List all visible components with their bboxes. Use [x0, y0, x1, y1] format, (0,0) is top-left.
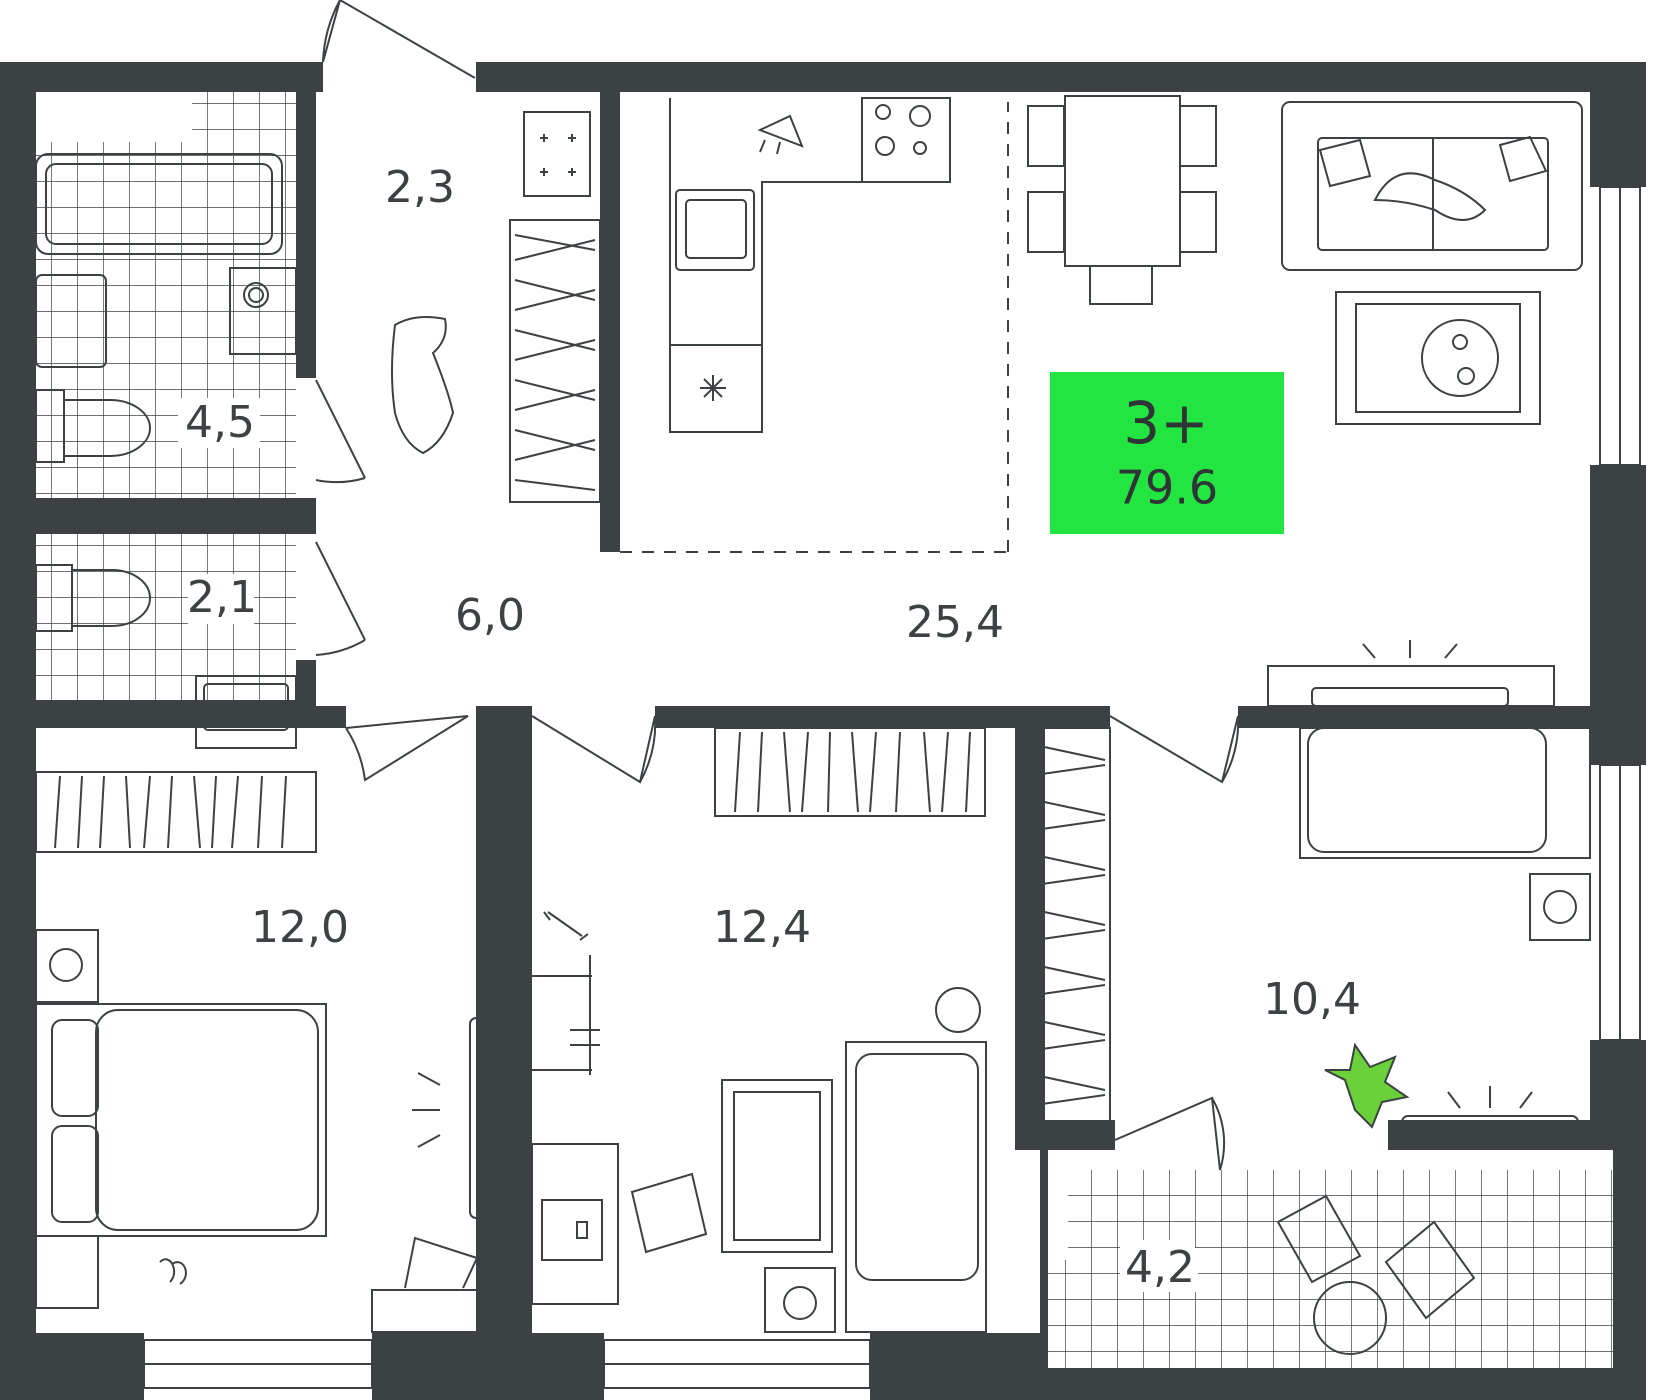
dog-doodle: [391, 316, 455, 455]
windows: [143, 186, 1641, 1389]
rug: [1335, 291, 1541, 425]
room-area-balcony: 4,2: [1125, 1242, 1195, 1293]
room-area-vestibule: 2,3: [385, 162, 455, 213]
kitchen: [620, 97, 1009, 553]
room-area-bedroom-2: 12,4: [713, 902, 811, 953]
badge-total-area: 79.6: [1116, 461, 1218, 515]
badge-room-count: 3+: [1123, 389, 1209, 457]
dining-table: [1027, 95, 1217, 305]
doors: [315, 0, 1240, 1171]
room-area-hallway: 6,0: [455, 590, 525, 641]
tiled-floors: [35, 92, 1613, 1368]
bedroom-1-furniture: [35, 929, 495, 1333]
apartment-badge: 3+ 79.6: [1050, 372, 1284, 534]
bedroom-2-furniture: [531, 911, 987, 1333]
room-area-toilet: 2,1: [187, 572, 257, 623]
tv-stand: [1267, 640, 1555, 707]
room-area-kitchen-living: 25,4: [906, 597, 1004, 648]
room-labels: 2,3 4,5 2,1 6,0 25,4 12,0 12,4 10,4 4,2: [178, 162, 1361, 1293]
walls: [0, 62, 1646, 1400]
room-area-bathroom: 4,5: [185, 397, 255, 448]
shoe-rack: [523, 111, 591, 197]
bedroom-3-furniture: [1299, 727, 1591, 1135]
wardrobes: [35, 219, 1111, 1141]
balcony-furniture: [1276, 1194, 1476, 1355]
badge-background: [1050, 372, 1284, 534]
room-area-bedroom-1: 12,0: [251, 902, 349, 953]
room-area-bedroom-3: 10,4: [1263, 974, 1361, 1025]
sofa: [1281, 101, 1583, 271]
